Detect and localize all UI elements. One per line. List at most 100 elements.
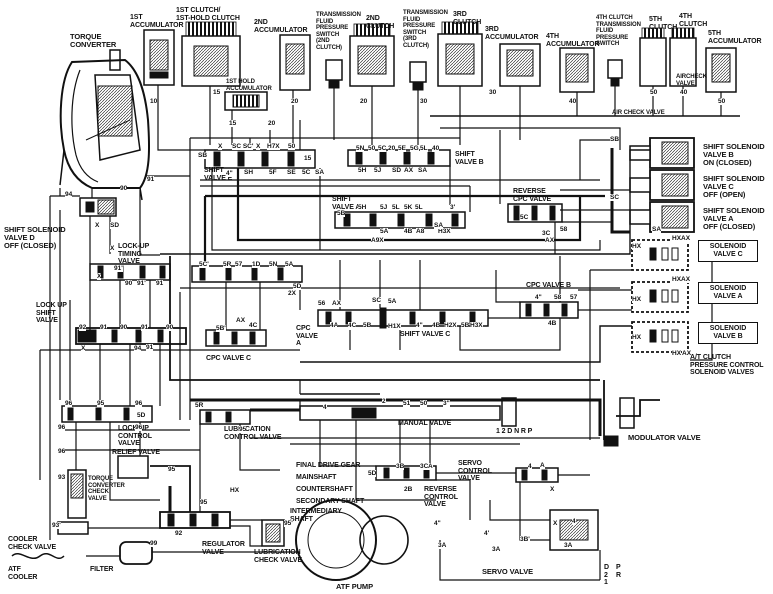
port-label: 51 bbox=[403, 400, 411, 407]
port-label: 20 bbox=[268, 120, 276, 127]
port-label: 90 bbox=[120, 324, 128, 331]
label-atclutch-solenoids: A/T CLUTCH PRESSURE CONTROL SOLENOID VAL… bbox=[690, 354, 764, 376]
label-servo-positions-d21: D 2 1 bbox=[604, 564, 609, 586]
label-tfps-2nd: TRANSMISSION FLUID PRESSURE SWITCH (2ND … bbox=[316, 12, 361, 51]
label-lockup-shift-valve: LOCK UP SHIFT VALVE bbox=[36, 302, 67, 324]
port-label: X bbox=[553, 520, 558, 527]
port-label: X bbox=[550, 486, 555, 493]
label-cpc-valve-b: CPC VALVE B bbox=[526, 282, 571, 289]
port-label: 5L bbox=[420, 145, 428, 152]
port-label: X bbox=[110, 245, 115, 252]
port-label: SC bbox=[610, 194, 620, 201]
port-label: 56 bbox=[318, 300, 326, 307]
port-label: 5D bbox=[368, 470, 377, 477]
port-label: 5N bbox=[269, 261, 278, 268]
label-servo-valve: SERVO VALVE bbox=[482, 567, 533, 576]
label-manual-valve: MANUAL VALVE bbox=[398, 420, 452, 427]
port-label: 15 bbox=[304, 155, 312, 162]
port-label: HX bbox=[672, 350, 682, 357]
port-label: 92 bbox=[175, 530, 183, 537]
port-label: HX bbox=[632, 334, 642, 341]
label-lockup-timing-valve: LOCK-UP TIMING VALVE bbox=[118, 243, 150, 265]
port-label: 96 bbox=[58, 424, 66, 431]
atf-pump-graphic bbox=[295, 499, 409, 581]
label-reverse-cpc-valve: REVERSE CPC VALVE bbox=[513, 188, 552, 203]
port-label: 3' bbox=[450, 204, 456, 211]
port-label: 90 bbox=[120, 185, 128, 192]
label-3rd-clutch: 3RD CLUTCH bbox=[453, 11, 482, 26]
port-label: 4A bbox=[330, 322, 339, 329]
label-cpc-valve-a: CPC VALVE A bbox=[296, 325, 318, 347]
port-label: 4 bbox=[323, 404, 327, 411]
port-label: HX bbox=[632, 296, 642, 303]
port-label: 95 bbox=[239, 426, 247, 433]
port-label: 4" bbox=[416, 322, 423, 329]
port-label: H2X bbox=[444, 322, 457, 329]
port-label: 50 bbox=[368, 145, 376, 152]
port-label: 90 bbox=[125, 280, 133, 287]
port-label: 5N bbox=[356, 145, 365, 152]
port-label: 2B bbox=[404, 486, 413, 493]
port-label: 95 bbox=[97, 400, 105, 407]
port-label: 5L bbox=[415, 204, 423, 211]
port-label: 4" bbox=[226, 170, 233, 177]
port-label: X bbox=[81, 345, 86, 352]
label-lubrication-control-valve: LUBRICATION CONTROL VALVE bbox=[224, 426, 282, 441]
label-filter: FILTER bbox=[90, 566, 114, 573]
label-reverse-control-valve: REVERSE CONTROL VALVE bbox=[424, 486, 458, 508]
label-torque-converter-check: TORQUE CONVERTER CHECK VALVE bbox=[88, 476, 125, 502]
port-label: 40 bbox=[569, 98, 577, 105]
label-shift-solenoid-d: SHIFT SOLENOID VALVE D OFF (CLOSED) bbox=[4, 225, 66, 250]
port-label: 90 bbox=[166, 324, 174, 331]
port-label: 5J bbox=[374, 167, 382, 174]
port-label: 5B bbox=[461, 322, 470, 329]
label-servo-positions-pr: P R bbox=[616, 564, 621, 579]
port-label: 40 bbox=[680, 89, 688, 96]
port-label: 5B bbox=[363, 322, 372, 329]
port-label: 4B bbox=[404, 228, 413, 235]
port-label: 94 bbox=[65, 191, 73, 198]
label-aircheck-valve: AIRCHECK VALVE bbox=[676, 74, 707, 87]
label-shift-solenoid-a: SHIFT SOLENOID VALVE A OFF (CLOSED) bbox=[703, 206, 765, 231]
port-label: 5K bbox=[404, 204, 413, 211]
port-label: 96 bbox=[58, 448, 66, 455]
port-label: H3X bbox=[438, 228, 451, 235]
port-label: X bbox=[95, 222, 100, 229]
port-label: 50 bbox=[288, 143, 296, 150]
shift-solenoids-right bbox=[610, 137, 695, 234]
port-label: 5C bbox=[302, 169, 311, 176]
port-label: X bbox=[256, 143, 261, 150]
port-label: H7X bbox=[267, 143, 280, 150]
port-label: 10 bbox=[150, 98, 158, 105]
port-label: 3B' bbox=[520, 536, 530, 543]
port-label: 4 bbox=[528, 463, 532, 470]
port-label: 30 bbox=[420, 98, 428, 105]
port-label: 15 bbox=[229, 120, 237, 127]
port-label: 58 bbox=[554, 294, 562, 301]
label-shift-valve-b: SHIFT VALVE B bbox=[455, 151, 484, 166]
port-label: 5A bbox=[285, 261, 294, 268]
port-label: 5G bbox=[410, 145, 419, 152]
port-label: 91 bbox=[156, 280, 164, 287]
label-shift-valve-a: SHIFT VALVE A bbox=[332, 196, 360, 211]
port-label: 58 bbox=[560, 226, 568, 233]
port-label: 4" bbox=[535, 294, 542, 301]
shift-solenoid-d-graphic bbox=[79, 197, 117, 217]
port-label: 5A bbox=[380, 228, 389, 235]
label-1st-accumulator: 1ST ACCUMULATOR bbox=[130, 14, 184, 29]
port-label: 91 bbox=[100, 324, 108, 331]
port-label: 4" bbox=[434, 520, 441, 527]
port-label: 93' bbox=[52, 522, 61, 529]
port-label: 96 bbox=[135, 424, 143, 431]
port-label: 50 bbox=[420, 400, 428, 407]
label-5th-accumulator: 5TH ACCUMULATOR bbox=[708, 30, 762, 45]
port-label: 50 bbox=[718, 98, 726, 105]
label-1st-hold-accumulator: 1ST HOLD ACCUMULATOR bbox=[226, 79, 272, 92]
port-label: 40 bbox=[432, 145, 440, 152]
port-label: SA bbox=[418, 167, 428, 174]
port-label: 30 bbox=[489, 89, 497, 96]
port-label: 91 bbox=[146, 344, 154, 351]
port-label: SB bbox=[610, 136, 620, 143]
port-label: SB bbox=[198, 152, 208, 159]
label-intermediary-shaft: INTERMEDIARY SHAFT bbox=[290, 508, 342, 523]
